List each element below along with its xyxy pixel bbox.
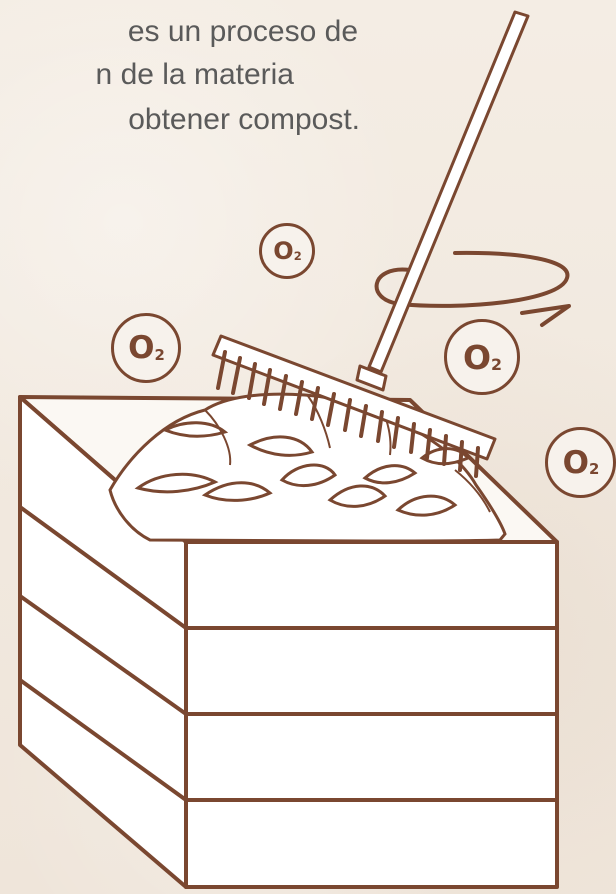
oxygen-badge: O 2: [545, 427, 616, 498]
oxygen-badge: O 2: [444, 319, 520, 395]
oxygen-symbol: O: [563, 445, 588, 481]
oxygen-subscript: 2: [155, 346, 164, 364]
rake-handle: [369, 12, 528, 372]
rotation-arrow-head: [522, 306, 569, 325]
oxygen-circle: O 2: [259, 223, 315, 279]
oxygen-subscript: 2: [589, 460, 598, 478]
oxygen-badge: O 2: [259, 223, 315, 279]
oxygen-symbol: O: [463, 338, 490, 377]
oxygen-subscript: 2: [491, 355, 501, 374]
oxygen-circle: O 2: [444, 319, 520, 395]
oxygen-subscript: 2: [294, 249, 301, 263]
oxygen-circle: O 2: [545, 427, 616, 498]
oxygen-badge: O 2: [111, 313, 181, 383]
oxygen-symbol: O: [128, 330, 153, 366]
oxygen-circle: O 2: [111, 313, 181, 383]
oxygen-symbol: O: [273, 237, 292, 265]
